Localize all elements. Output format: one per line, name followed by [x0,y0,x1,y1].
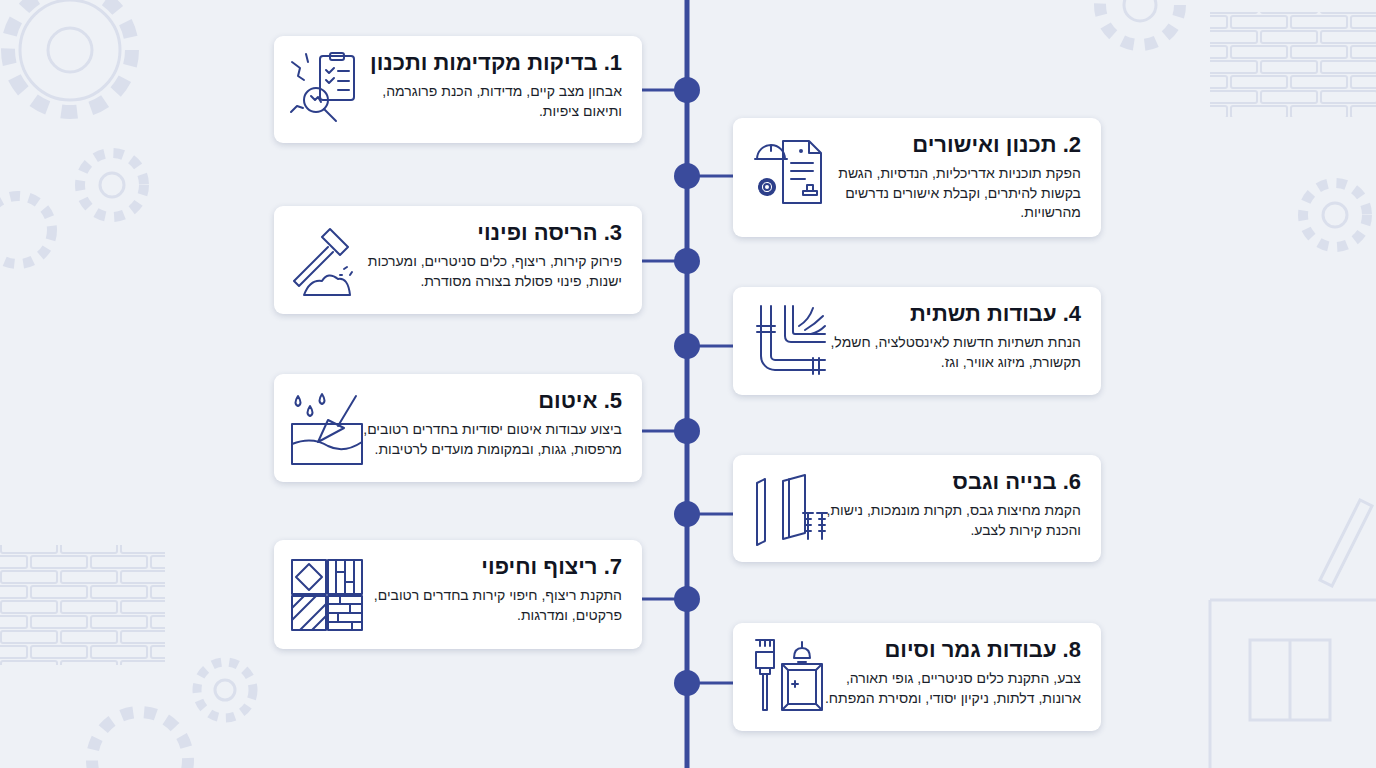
step-card: 3. הריסה ופינוי פירוק קירות, ריצוף, כלים … [274,206,642,314]
timeline-dots [674,77,700,696]
step-card: 6. בנייה וגבס הקמת מחיצות גבס, תקרות מונמ… [733,455,1101,562]
step-card: 2. תכנון ואישורים הפקת תוכניות אדריכליות,… [733,118,1101,237]
step-title: 8. עבודות גמר וסיום [813,637,1081,663]
step-text: 4. עבודות תשתית הנחת תשתיות חדשות לאינסטל… [813,301,1081,372]
step-text: 2. תכנון ואישורים הפקת תוכניות אדריכליות,… [813,132,1081,222]
step-text: 7. ריצוף וחיפוי התקנת ריצוף, חיפוי קירות … [354,554,622,625]
waterproofing-icon [292,394,362,464]
step-title: 7. ריצוף וחיפוי [354,554,622,580]
step-card: 8. עבודות גמר וסיום צבע, התקנת כלים סניטר… [733,623,1101,731]
planning-icon [755,141,821,203]
drywall-icon [757,475,827,545]
step-card: 7. ריצוף וחיפוי התקנת ריצוף, חיפוי קירות … [274,540,642,649]
step-description: אבחון מצב קיים, מדידות, הכנת פרוגרמה, ות… [354,82,622,121]
step-description: הפקת תוכניות אדריכליות, הנדסיות, הגשת בק… [813,164,1081,222]
step-card: 4. עבודות תשתית הנחת תשתיות חדשות לאינסטל… [733,287,1101,395]
step-title: 3. הריסה ופינוי [354,220,622,246]
step-title: 6. בנייה וגבס [813,469,1081,495]
step-title: 5. איטום [354,388,622,414]
step-card: 5. איטום ביצוע עבודות איטום יסודיות בחדרי… [274,374,642,482]
step-text: 3. הריסה ופינוי פירוק קירות, ריצוף, כלים … [354,220,622,291]
stub-lines [642,90,733,683]
pipes-icon [757,306,825,374]
step-text: 1. בדיקות מקדימות ותכנון אבחון מצב קיים, … [354,50,622,121]
step-description: ביצוע עבודות איטום יסודיות בחדרים רטובים… [354,420,622,459]
inspection-icon [291,53,354,121]
step-description: הקמת מחיצות גבס, תקרות מונמכות, נישות, ו… [813,501,1081,540]
step-title: 1. בדיקות מקדימות ותכנון [354,50,622,76]
demolition-icon [294,229,352,295]
tiling-icon [292,560,362,630]
step-description: פירוק קירות, ריצוף, כלים סניטריים, ומערכ… [354,252,622,291]
step-text: 6. בנייה וגבס הקמת מחיצות גבס, תקרות מונמ… [813,469,1081,540]
step-description: צבע, התקנת כלים סניטריים, גופי תאורה, אר… [813,669,1081,708]
step-card: 1. בדיקות מקדימות ותכנון אבחון מצב קיים, … [274,36,642,143]
step-description: הנחת תשתיות חדשות לאינסטלציה, חשמל, תקשו… [813,333,1081,372]
spine-line [685,0,690,768]
finishing-icon [756,640,822,710]
step-title: 4. עבודות תשתית [813,301,1081,327]
step-text: 5. איטום ביצוע עבודות איטום יסודיות בחדרי… [354,388,622,459]
step-description: התקנת ריצוף, חיפוי קירות בחדרים רטובים, … [354,586,622,625]
step-text: 8. עבודות גמר וסיום צבע, התקנת כלים סניטר… [813,637,1081,708]
step-title: 2. תכנון ואישורים [813,132,1081,158]
